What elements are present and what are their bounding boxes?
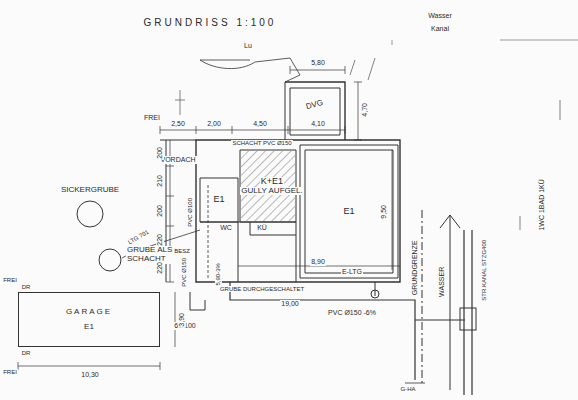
dimension-label: 200 (156, 204, 164, 218)
dimension-label: SCHACHT PVC Ø150 (231, 140, 292, 147)
dimension-label: PVC Ø100 (187, 197, 194, 228)
room-label: GRUBE ALS SCHACHT (126, 246, 178, 264)
room-label: E1 (83, 323, 95, 332)
dimension-label: KÜ (256, 224, 268, 232)
dimension-label: VORDACH (159, 156, 196, 164)
dimension-label: 3,90 (178, 312, 186, 328)
garage-box: GARAGE E1 (18, 292, 160, 347)
dimension-label: Kanal (430, 25, 450, 33)
dimension-label: 210 (156, 174, 164, 188)
dimension-label: DR (21, 350, 32, 357)
room-label: K+E1 (260, 177, 284, 187)
dimension-label: FREI (2, 277, 18, 284)
dimension-label: 1WC 1BAD 1KÜ (538, 178, 546, 231)
dimension-label: E-LTG (341, 268, 363, 276)
dimension-label: G-HA (400, 386, 417, 393)
dimension-label: 9,50 (380, 204, 388, 220)
dimension-label: 200 (156, 146, 164, 160)
dimension-label: 4,70 (361, 102, 369, 118)
dimension-label: 2,00 (206, 120, 222, 128)
dimension-label: 220 (156, 261, 164, 275)
dimension-label: BESZ (173, 248, 191, 255)
room-box: E1 (200, 178, 238, 222)
room-box: K+E1GULLY AUFGEL. (240, 150, 304, 222)
dimension-label: Lu (243, 42, 253, 50)
dimension-label: DR (21, 284, 32, 291)
dimension-label: PVC Ø150 -6% (327, 309, 377, 317)
room-label: E1 (342, 207, 355, 217)
room-label: GULLY AUFGEL. (240, 187, 304, 196)
dimension-label: Wasser (427, 12, 452, 20)
dimension-label: GRUBE DURCHGESCHALTET (219, 286, 305, 293)
dimension-label: WC (219, 224, 233, 232)
dimension-label: 8,90 (310, 258, 326, 266)
dimension-label: FREI (143, 114, 161, 122)
dimension-label: LTG 701 (126, 228, 151, 246)
dimension-label: 10,30 (80, 371, 100, 379)
dimension-label: DVG (305, 98, 326, 112)
pit-circle: SICKERGRUBE (76, 200, 104, 228)
dimension-label: PVC Ø150 (181, 257, 188, 288)
dimension-label: 4,50 (252, 120, 268, 128)
dimension-label: STR.KANAL STZG400 (481, 239, 488, 302)
dimension-label: 2,50 (170, 120, 186, 128)
dimension-label: 19,00 (280, 300, 300, 308)
room-label: GARAGE (65, 308, 113, 317)
dimension-label: WASSER (438, 266, 446, 298)
dimension-label: GRUNDGRENZE (410, 240, 418, 297)
dimension-label: 4,10 (310, 120, 326, 128)
room-label: SICKERGRUBE (60, 186, 120, 195)
pit-circle: GRUBE ALS SCHACHT (98, 248, 122, 272)
dimension-label: FREI (2, 369, 18, 376)
plan-title: GRUNDRISS 1:100 (143, 17, 278, 28)
dimension-label: 5,90-3% (215, 262, 222, 286)
dimension-label: 220 (156, 233, 164, 247)
room-label: E1 (212, 195, 225, 205)
dimension-label: 5,80 (310, 59, 326, 67)
